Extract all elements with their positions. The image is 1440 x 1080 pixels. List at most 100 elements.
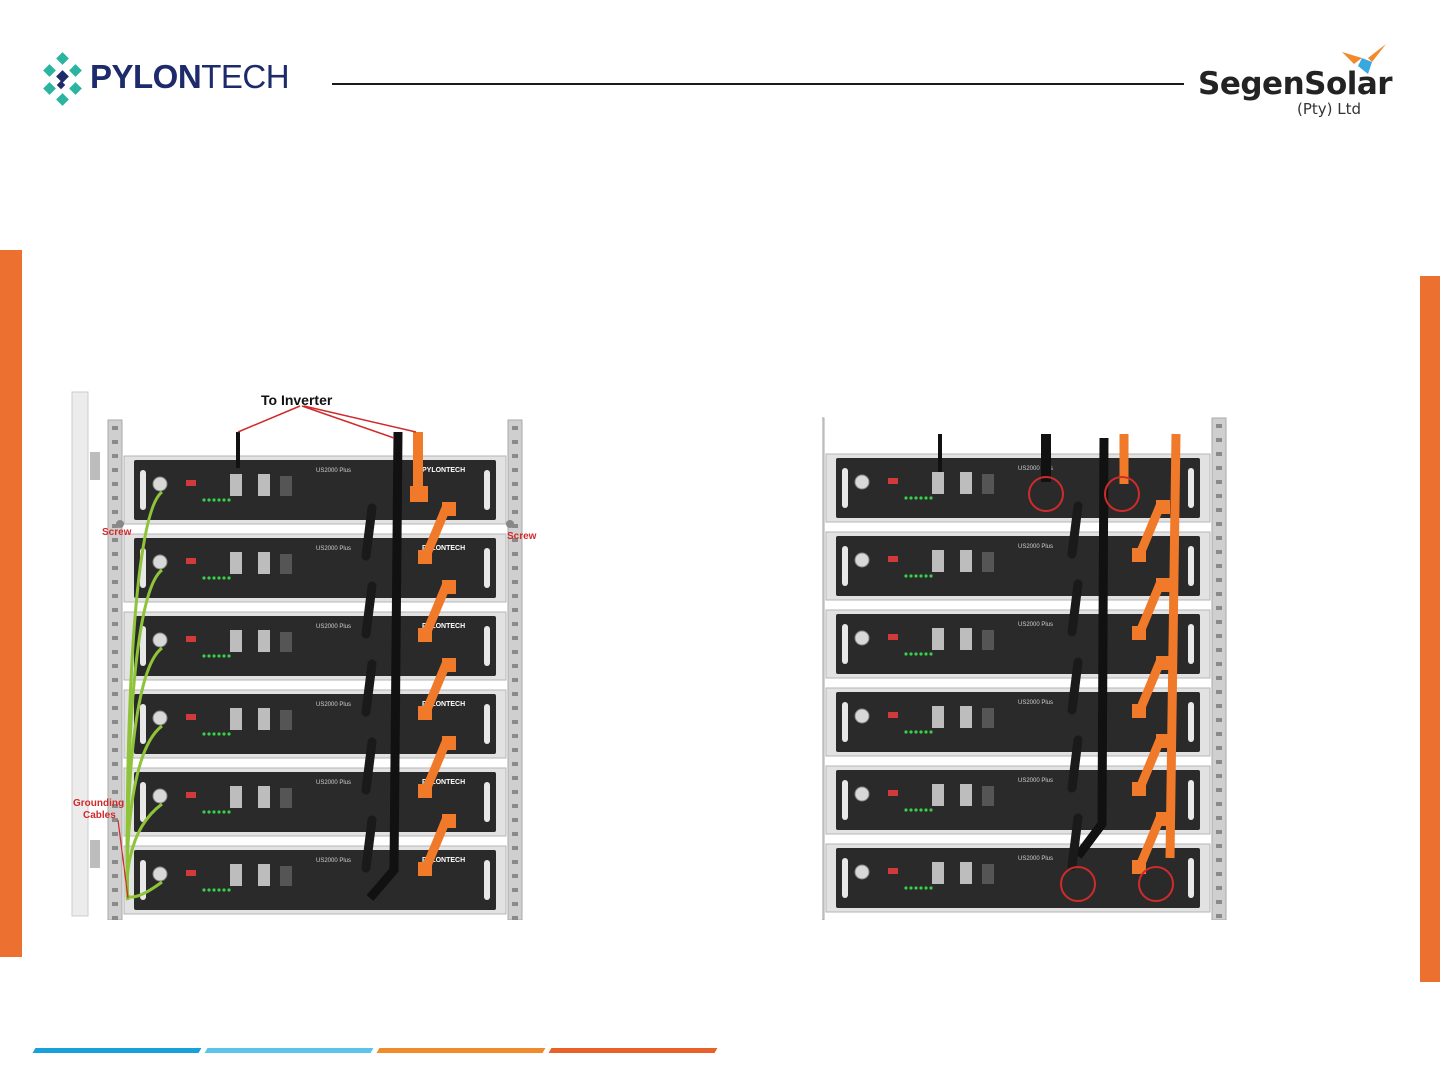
battery-module: US2000 Plus — [826, 844, 1210, 912]
footer-stripe-light-blue — [205, 1048, 374, 1053]
dip-switch-icon — [888, 790, 898, 796]
can-port-icon — [960, 706, 972, 728]
soc-led-icon — [924, 574, 927, 577]
module-handle-left — [842, 468, 848, 508]
rack-hole — [512, 552, 518, 556]
soc-led-icon — [202, 498, 205, 501]
soc-led-icon — [924, 652, 927, 655]
negative-link-cable — [1072, 662, 1078, 710]
rack-hole — [512, 468, 518, 472]
positive-terminal-icon — [1132, 548, 1146, 562]
soc-led-icon — [227, 732, 230, 735]
rack-hole — [512, 818, 518, 822]
rack-upright-left — [108, 420, 122, 920]
rack-hole — [1216, 620, 1222, 624]
rack-upright-right — [508, 420, 522, 920]
module-model-label: US2000 Plus — [1018, 622, 1053, 628]
module-handle-right — [1188, 858, 1194, 898]
soc-led-icon — [919, 652, 922, 655]
soc-led-icon — [212, 576, 215, 579]
cabinet-hinge — [90, 840, 100, 868]
soc-led-icon — [212, 888, 215, 891]
negative-link-cable — [366, 586, 372, 634]
soc-led-icon — [909, 574, 912, 577]
rack-hole — [512, 636, 518, 640]
rack-hole — [112, 510, 118, 514]
rack-hole — [1216, 550, 1222, 554]
rack-hole — [1216, 466, 1222, 470]
soc-led-icon — [202, 810, 205, 813]
soc-led-icon — [929, 574, 932, 577]
rack-hole — [512, 734, 518, 738]
soc-led-icon — [212, 654, 215, 657]
battery-module: US2000 Plus — [826, 532, 1210, 600]
module-handle-right — [484, 470, 490, 510]
module-handle-right — [484, 626, 490, 666]
can-port-icon — [960, 784, 972, 806]
soc-led-icon — [909, 496, 912, 499]
module-handle-right — [1188, 468, 1194, 508]
rack-hole — [512, 902, 518, 906]
link-port-icon — [280, 554, 292, 574]
rack-hole — [512, 566, 518, 570]
rack-hole — [1216, 494, 1222, 498]
screw-label-left: Screw — [102, 527, 132, 538]
right-accent-bar — [1420, 276, 1440, 982]
positive-terminal-icon — [1156, 734, 1170, 748]
power-switch-icon — [153, 789, 167, 803]
soc-led-icon — [914, 886, 917, 889]
rack-hole — [512, 916, 518, 920]
rack-hole — [112, 692, 118, 696]
rack-hole — [512, 762, 518, 766]
soc-led-icon — [227, 654, 230, 657]
positive-terminal-icon — [418, 550, 432, 564]
rack-upright-left — [822, 418, 824, 920]
dip-switch-icon — [186, 870, 196, 876]
soc-led-icon — [904, 730, 907, 733]
soc-led-icon — [202, 888, 205, 891]
can-port-icon — [960, 472, 972, 494]
soc-led-icon — [914, 808, 917, 811]
screw-label-right: Screw — [507, 531, 537, 542]
positive-terminal-icon — [1156, 500, 1170, 514]
battery-module: US2000 Plus — [826, 610, 1210, 678]
soc-led-icon — [207, 576, 210, 579]
rack-hole — [112, 720, 118, 724]
negative-link-cable — [366, 664, 372, 712]
module-handle-right — [1188, 780, 1194, 820]
soc-led-icon — [212, 732, 215, 735]
rack-hole — [512, 496, 518, 500]
soc-led-icon — [217, 576, 220, 579]
soc-led-icon — [929, 808, 932, 811]
soc-led-icon — [929, 730, 932, 733]
positive-terminal-icon — [410, 486, 428, 502]
dip-switch-icon — [888, 634, 898, 640]
rs485-port-icon — [932, 706, 944, 728]
segensolar-logo: SegenSolar (Pty) Ltd — [1196, 44, 1396, 124]
grounding-label-line1: Grounding — [73, 798, 124, 809]
module-model-label: US2000 Plus — [1018, 700, 1053, 706]
power-switch-icon — [855, 553, 869, 567]
rack-hole — [112, 440, 118, 444]
module-handle-right — [484, 782, 490, 822]
soc-led-icon — [217, 732, 220, 735]
positive-terminal-icon — [1132, 704, 1146, 718]
rack-hole — [112, 650, 118, 654]
power-switch-icon — [855, 475, 869, 489]
rack-hole — [1216, 774, 1222, 778]
soc-led-icon — [929, 886, 932, 889]
can-port-icon — [960, 862, 972, 884]
rack-hole — [112, 580, 118, 584]
rs485-port-icon — [230, 474, 242, 496]
rs485-port-icon — [230, 552, 242, 574]
rack-hole — [112, 762, 118, 766]
soc-led-icon — [909, 886, 912, 889]
power-switch-icon — [855, 709, 869, 723]
positive-terminal-icon — [442, 814, 456, 828]
can-port-icon — [960, 550, 972, 572]
can-port-icon — [960, 628, 972, 650]
positive-terminal-icon — [1132, 626, 1146, 640]
rs485-port-icon — [932, 472, 944, 494]
power-switch-icon — [855, 787, 869, 801]
rack-hole — [512, 846, 518, 850]
